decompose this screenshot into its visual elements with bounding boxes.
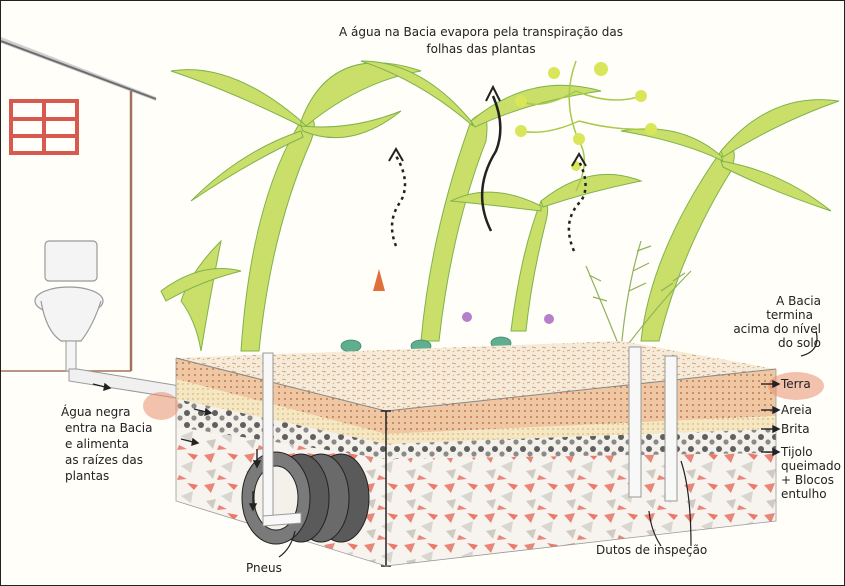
bacia-basin (143, 341, 824, 566)
note-line-4: do solo (721, 336, 821, 350)
toilet (35, 241, 103, 341)
window (11, 101, 77, 153)
pneus-label: Pneus (246, 561, 282, 575)
caption-line-2: folhas das plantas (321, 42, 641, 56)
layer-terra-label: Terra (781, 377, 811, 391)
tire-chamber (242, 452, 369, 544)
left-note-line-5: plantas (65, 469, 109, 483)
left-note-line-1: Água negra (61, 405, 131, 419)
dutos-label: Dutos de inspeção (596, 543, 707, 557)
note-line-2: termina (721, 308, 813, 322)
caption-line-1: A água na Bacia evapora pela transpiraçã… (321, 25, 641, 39)
left-note-line-3: e alimenta (65, 437, 129, 451)
layer-brita-label: Brita (781, 422, 810, 436)
layer-tijolo-label-1: Tijolo (781, 445, 813, 459)
layer-tijolo-label-2: queimado (781, 459, 841, 473)
note-line-3: acima do nível (701, 322, 821, 336)
left-note-line-2: entra na Bacia (65, 421, 152, 435)
left-note-line-4: as raízes das (65, 453, 143, 467)
layer-tijolo-label-4: entulho (781, 487, 827, 501)
layer-tijolo-label-3: + Blocos (781, 473, 834, 487)
layer-areia-label: Areia (781, 403, 812, 417)
note-line-1: A Bacia (721, 294, 821, 308)
